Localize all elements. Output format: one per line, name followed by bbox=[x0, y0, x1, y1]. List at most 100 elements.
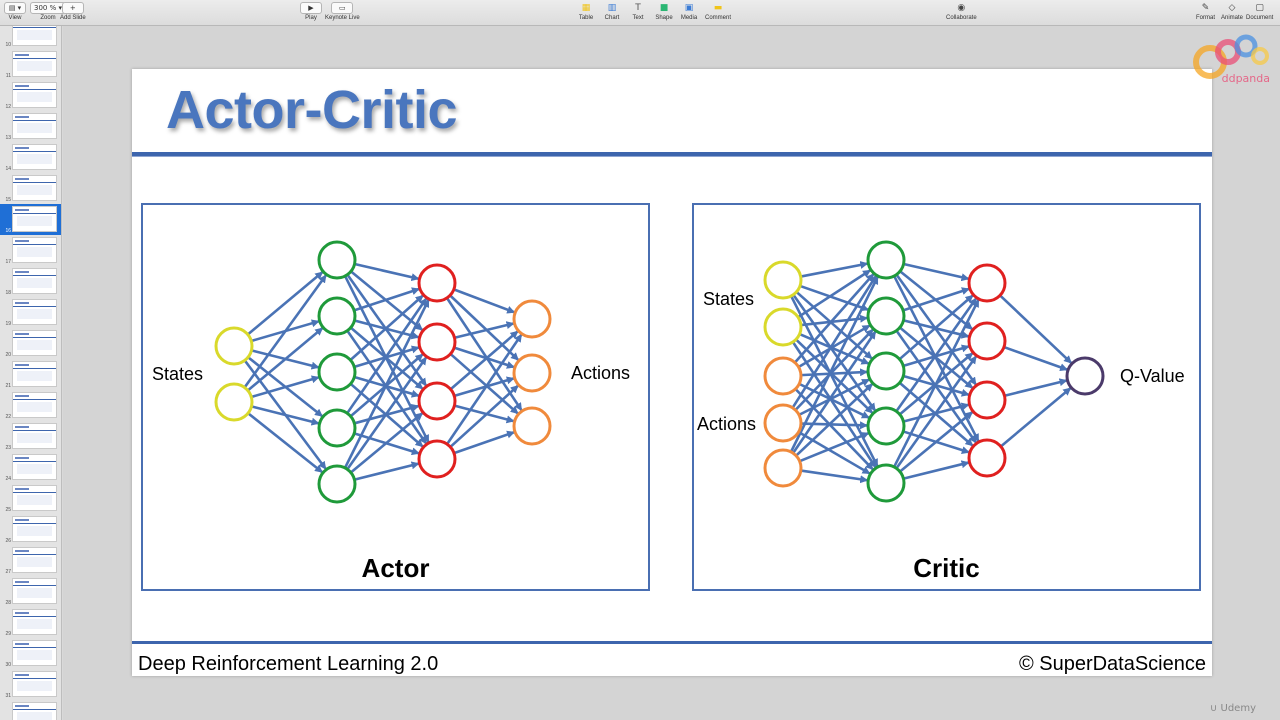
slide-number: 14 bbox=[5, 166, 11, 172]
critic-connection-arrow bbox=[792, 293, 877, 412]
critic-hidden1-node bbox=[866, 351, 906, 391]
slide-thumbnail-preview bbox=[12, 702, 57, 720]
slide-thumbnail-preview bbox=[12, 671, 57, 697]
slide-number: 10 bbox=[5, 42, 11, 48]
slide-thumbnail-13[interactable]: 13 bbox=[0, 111, 61, 142]
critic-action-node bbox=[763, 403, 803, 443]
actor-hidden2-node bbox=[417, 263, 457, 303]
critic-qvalue-node bbox=[1065, 356, 1105, 396]
toolbar-format-button[interactable]: ✎Format bbox=[1196, 2, 1215, 21]
slide-thumbnail-22[interactable]: 22 bbox=[0, 390, 61, 421]
actor-connection-arrow bbox=[449, 384, 519, 448]
slide-thumbnail-preview bbox=[12, 268, 57, 294]
slide-number: 23 bbox=[5, 445, 11, 451]
actor-states-label: States bbox=[152, 364, 203, 384]
slide-thumbnail-15[interactable]: 15 bbox=[0, 173, 61, 204]
slide-thumbnail-31[interactable]: 31 bbox=[0, 669, 61, 700]
toolbar-comment-button[interactable]: ▬Comment bbox=[705, 2, 731, 21]
critic-hidden1-node bbox=[866, 463, 906, 503]
actor-label: Actor bbox=[361, 553, 430, 583]
toolbar-collaborate-button[interactable]: ◉Collaborate bbox=[946, 2, 977, 21]
toolbar-media-button-label: Media bbox=[680, 15, 698, 21]
toolbar-chart-button[interactable]: ▥Chart bbox=[603, 2, 621, 21]
actor-connection-arrow bbox=[453, 430, 515, 455]
toolbar-play-button[interactable]: ▶Play bbox=[300, 2, 322, 21]
slide-number: 19 bbox=[5, 321, 11, 327]
slide-thumbnail-20[interactable]: 20 bbox=[0, 328, 61, 359]
toolbar-view-button[interactable]: ▤ ▾View bbox=[4, 2, 26, 21]
actor-hidden1-node bbox=[317, 296, 357, 336]
slide-thumbnail-preview bbox=[12, 237, 57, 263]
toolbar-keynote-live-button[interactable]: ▭Keynote Live bbox=[325, 2, 360, 21]
slide-thumbnail-preview bbox=[12, 206, 57, 232]
slide-thumbnail-14[interactable]: 14 bbox=[0, 142, 61, 173]
toolbar-add-slide-button[interactable]: +Add Slide bbox=[60, 2, 86, 21]
actor-connection-arrow bbox=[453, 346, 515, 369]
actor-connection-arrow bbox=[449, 352, 519, 415]
slide-number: 27 bbox=[5, 569, 11, 575]
slide-number: 31 bbox=[5, 693, 11, 699]
critic-states-label: States bbox=[703, 289, 754, 309]
toolbar-zoom-button-label: Zoom bbox=[40, 15, 56, 21]
chart-icon: ▥ bbox=[607, 3, 617, 13]
toolbar-keynote-live-button-label: Keynote Live bbox=[325, 15, 360, 21]
critic-qvalue-label: Q-Value bbox=[1120, 366, 1185, 386]
slide-thumbnail-21[interactable]: 21 bbox=[0, 359, 61, 390]
critic-connection-arrow bbox=[999, 387, 1072, 448]
slide-thumbnail-19[interactable]: 19 bbox=[0, 297, 61, 328]
critic-connection-arrow bbox=[999, 294, 1073, 364]
slide-title: Actor-Critic bbox=[166, 80, 458, 140]
slide[interactable]: Actor-Critic States Actions Actor States… bbox=[132, 69, 1212, 676]
watermark-text: ddpanda bbox=[1221, 72, 1270, 85]
actor-hidden1-node bbox=[317, 464, 357, 504]
actor-state-node bbox=[214, 382, 254, 422]
actor-connection-arrow bbox=[350, 412, 424, 474]
actor-hidden2-node bbox=[417, 381, 457, 421]
toolbar-shape-button-label: Shape bbox=[655, 15, 673, 21]
slide-thumbnail-12[interactable]: 12 bbox=[0, 80, 61, 111]
slide-thumbnail-18[interactable]: 18 bbox=[0, 266, 61, 297]
slide-thumbnail-29[interactable]: 29 bbox=[0, 607, 61, 638]
slide-thumbnail-30[interactable]: 30 bbox=[0, 638, 61, 669]
slide-thumbnail-17[interactable]: 17 bbox=[0, 235, 61, 266]
actor-action-node bbox=[512, 406, 552, 446]
slide-thumbnail-11[interactable]: 11 bbox=[0, 49, 61, 80]
udemy-watermark: ∪ Udemy bbox=[1210, 703, 1256, 714]
title-rule bbox=[132, 152, 1212, 157]
slide-thumbnail-preview bbox=[12, 26, 57, 46]
actor-connection-arrow bbox=[246, 271, 324, 336]
slide-thumbnail-25[interactable]: 25 bbox=[0, 483, 61, 514]
critic-connection-arrow bbox=[793, 273, 875, 364]
toolbar-media-button[interactable]: ▣Media bbox=[680, 2, 698, 21]
slide-thumbnail-preview bbox=[12, 609, 57, 635]
slide-number: 13 bbox=[5, 135, 11, 141]
slide-thumbnail-28[interactable]: 28 bbox=[0, 576, 61, 607]
toolbar-document-button[interactable]: ▢Document bbox=[1246, 2, 1273, 21]
toolbar-shape-button[interactable]: ■Shape bbox=[655, 2, 673, 21]
critic-connection-arrow bbox=[791, 275, 877, 409]
footer-copyright: © SuperDataScience bbox=[1018, 653, 1206, 675]
slide-thumbnail-preview bbox=[12, 113, 57, 139]
slide-thumbnail-32[interactable]: 32 bbox=[0, 700, 61, 720]
slide-thumbnail-preview bbox=[12, 299, 57, 325]
slide-number: 28 bbox=[5, 600, 11, 606]
slide-number: 29 bbox=[5, 631, 11, 637]
slide-thumbnail-10[interactable]: 10 bbox=[0, 26, 61, 49]
slide-thumbnail-23[interactable]: 23 bbox=[0, 421, 61, 452]
critic-connection-arrow bbox=[795, 290, 873, 360]
slide-thumbnail-16[interactable]: 16 bbox=[0, 204, 61, 235]
slide-thumbnail-24[interactable]: 24 bbox=[0, 452, 61, 483]
toolbar-animate-button[interactable]: ◇Animate bbox=[1221, 2, 1243, 21]
critic-connection-arrow bbox=[895, 355, 978, 470]
critic-connection-arrow bbox=[892, 299, 980, 468]
slide-number: 26 bbox=[5, 538, 11, 544]
slide-number: 22 bbox=[5, 414, 11, 420]
slide-number: 20 bbox=[5, 352, 11, 358]
critic-connection-arrow bbox=[798, 382, 870, 419]
toolbar-table-button[interactable]: ▦Table bbox=[577, 2, 595, 21]
slide-thumbnail-preview bbox=[12, 578, 57, 604]
slide-thumbnail-27[interactable]: 27 bbox=[0, 545, 61, 576]
slide-thumbnail-26[interactable]: 26 bbox=[0, 514, 61, 545]
critic-connection-arrow bbox=[797, 324, 871, 369]
